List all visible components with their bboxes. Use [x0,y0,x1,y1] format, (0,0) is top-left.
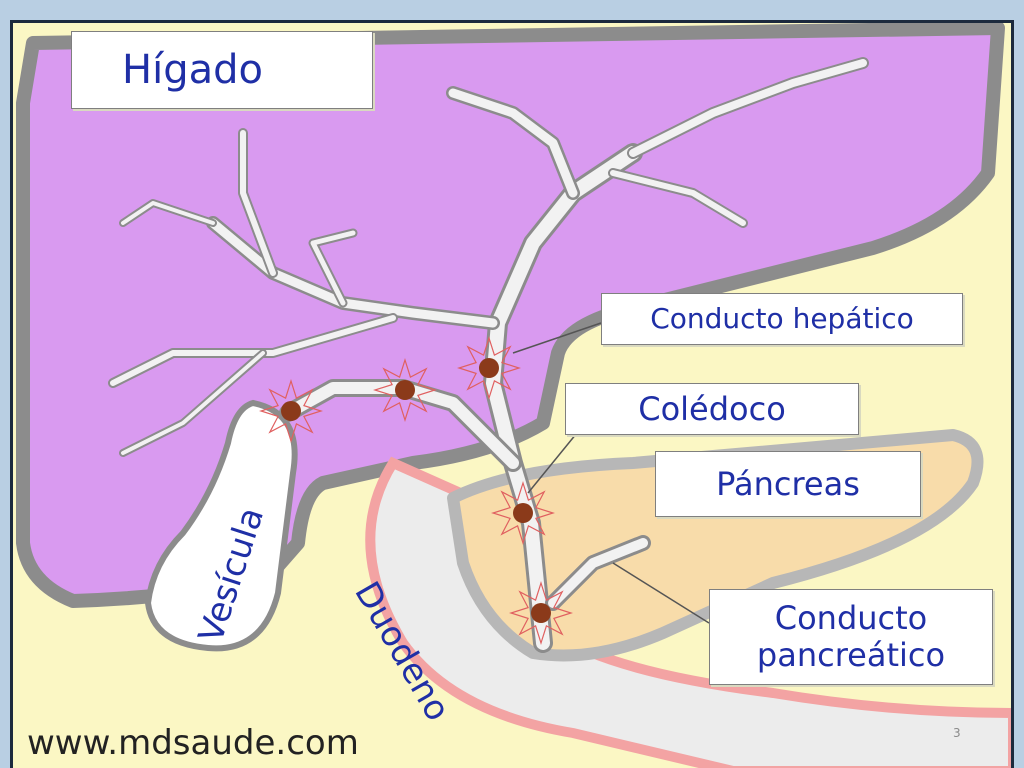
liver-label: Hígado [71,31,373,109]
liver-label-text: Hígado [122,47,263,93]
pancreatic-duct-label-line1: Conducto [774,599,928,638]
pancreatic-duct-label: Conducto pancreático [709,589,993,685]
gallstone-marker [259,379,323,443]
common-bile-duct-label-text: Colédoco [638,389,786,428]
hepatic-duct-label: Conducto hepático [601,293,963,345]
stone [281,401,301,421]
stone [479,358,499,378]
gallbladder-shape [144,399,298,652]
stone-burst-outline [491,481,555,545]
diagram-frame: Hígado Conducto hepático Colédoco Páncre… [10,20,1014,768]
leader-lines [512,322,710,624]
stone-burst-outline [259,379,323,443]
stone [395,380,415,400]
gallstone-marker [509,581,573,645]
pancreas-label: Páncreas [655,451,921,517]
gallstone-marker [457,336,521,400]
gallstone-marker [491,481,555,545]
pancreas-label-text: Páncreas [716,464,860,503]
common-bile-duct-label: Colédoco [565,383,859,435]
gallstone-marker [373,358,437,422]
hepatic-duct-label-text: Conducto hepático [650,301,914,335]
pancreatic-duct-label-line2: pancreático [756,636,946,674]
page-number: 3 [953,726,961,740]
source-url: www.mdsaude.com [27,723,359,763]
stone [531,603,551,623]
stone-burst-outline [373,358,437,422]
gallstones [259,336,573,645]
stone-burst-outline [509,581,573,645]
stone [513,503,533,523]
stone-burst-outline [457,336,521,400]
